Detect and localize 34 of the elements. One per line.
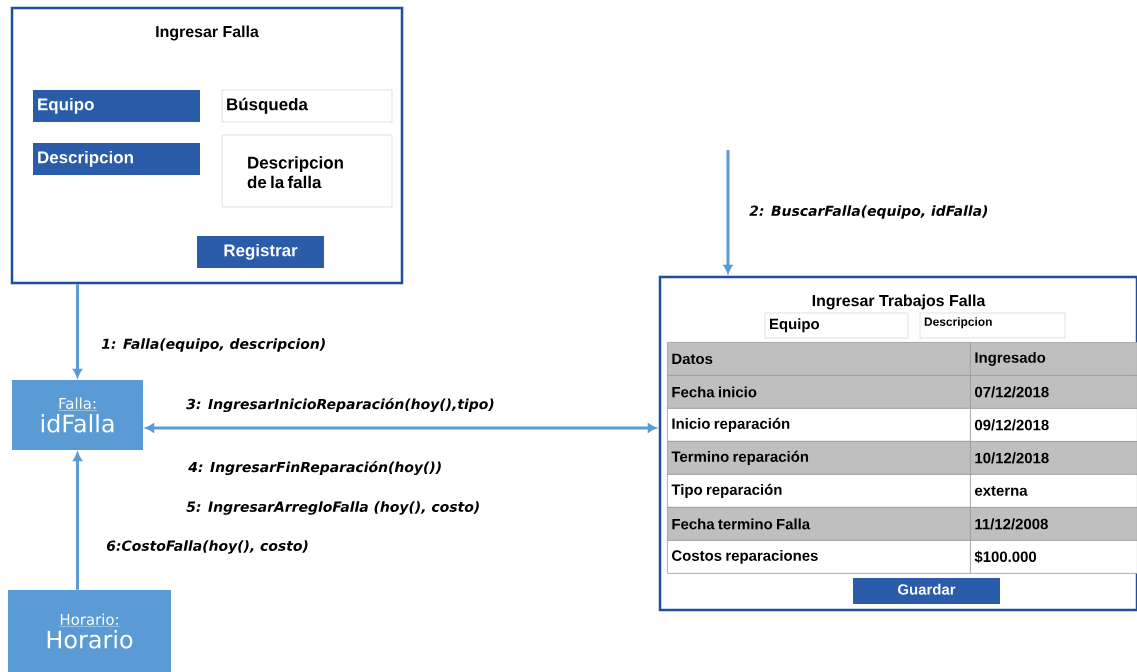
table-cell: 09/12/2018: [970, 408, 1137, 442]
message-label: 5: IngresarArregloFalla (hoy(), costo): [185, 500, 482, 516]
table-cell: $100.000: [970, 540, 1137, 574]
table-cell: Fecha termino Falla: [667, 507, 971, 541]
object-box: Horario: Horario: [8, 590, 171, 672]
table-cell: Inicio reparación: [667, 408, 971, 442]
input-field: Equipo: [764, 312, 909, 339]
input-field: Búsqueda: [221, 89, 393, 123]
message-label: 4: IngresarFinReparación(hoy()): [187, 459, 444, 477]
table-cell: Termino reparación: [667, 441, 971, 475]
arrow: [723, 150, 733, 274]
table-cell: Ingresado: [970, 342, 1137, 376]
edge-label: 6:CostoFalla(hoy(), costo): [105, 539, 310, 555]
button: Registrar: [197, 236, 324, 268]
edge-label: 3: IngresarInicioReparación(hoy(),tipo): [185, 396, 496, 414]
edge-label: 2: BuscarFalla(equipo, idFalla): [748, 204, 990, 220]
button: Guardar: [853, 578, 1000, 604]
table-cell: 11/12/2008: [970, 507, 1137, 541]
object-box: Falla: idFalla: [12, 380, 143, 450]
input-field: Descripcion: [919, 312, 1066, 339]
arrow: [73, 452, 82, 590]
arrow: [145, 423, 657, 433]
table-cell: Tipo reparación: [667, 474, 971, 508]
table-cell: Costos reparaciones: [667, 540, 971, 574]
table-cell: Datos: [667, 342, 971, 376]
arrow: [73, 284, 82, 378]
field-label: Descripcion: [33, 143, 200, 175]
table-cell: 10/12/2018: [970, 441, 1137, 475]
table-cell: Fecha inicio: [667, 375, 971, 409]
table-cell: externa: [970, 474, 1137, 508]
field-label: Equipo: [33, 90, 200, 122]
input-field: Descripcion de la falla: [221, 134, 393, 208]
table-cell: 07/12/2018: [970, 375, 1137, 409]
edge-label: 1: Falla(equipo, descripcion): [100, 337, 328, 353]
